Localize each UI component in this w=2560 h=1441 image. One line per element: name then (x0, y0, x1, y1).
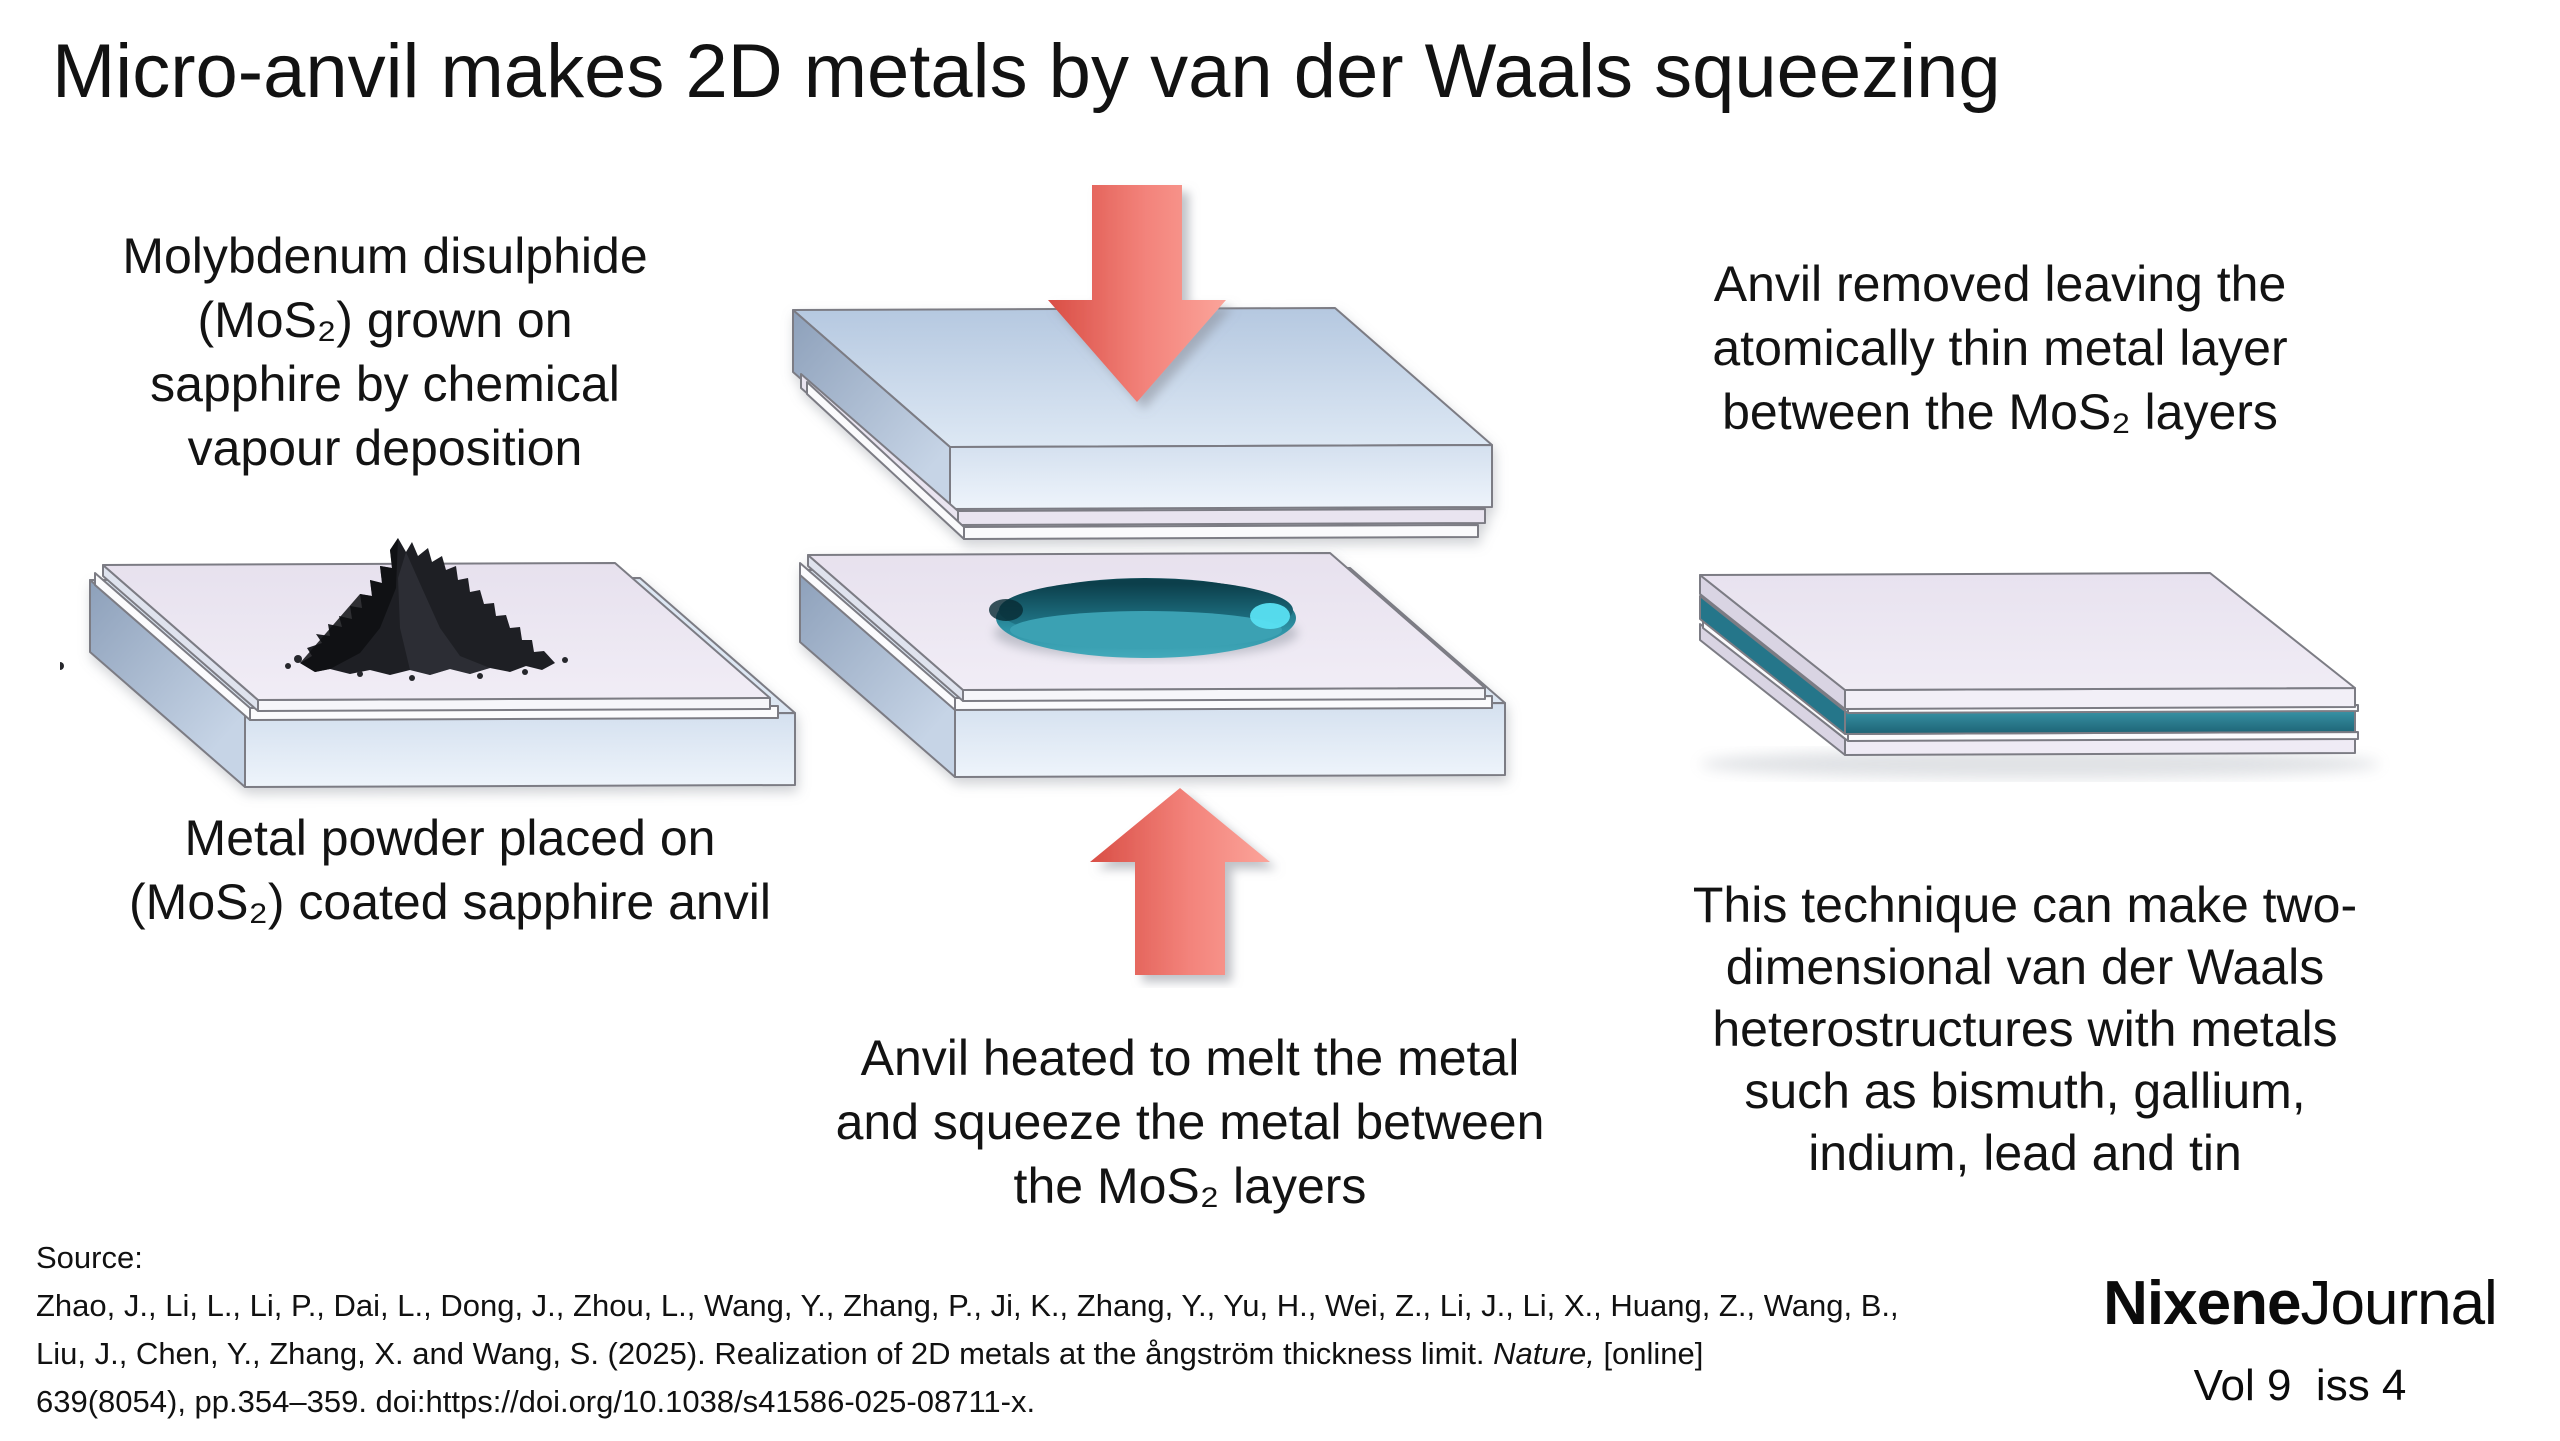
citation-line: Zhao, J., Li, L., Li, P., Dai, L., Dong,… (36, 1288, 1899, 1323)
journal-logo-regular: Journal (2300, 1269, 2497, 1338)
citation-line: Liu, J., Chen, Y., Zhang, X. and Wang, S… (36, 1330, 1936, 1378)
step2-caption: Anvil heated to melt the metal and squee… (780, 1026, 1600, 1218)
powder-on-anvil-illustration (60, 538, 796, 788)
metal-powder-pile (60, 538, 568, 681)
heterostructure-stack-illustration (1699, 572, 2380, 779)
summary-line: such as bismuth, gallium, (1744, 1063, 2306, 1119)
journal-logo-bold: Nixene (2103, 1269, 2301, 1338)
lower-anvil (799, 552, 1506, 778)
top-mos2-layer (1699, 572, 2356, 710)
technique-summary: This technique can make two- dimensional… (1620, 874, 2430, 1184)
step1-caption-line: Metal powder placed on (184, 810, 716, 866)
molten-metal-disc (989, 578, 1298, 659)
step1-caption-line: (MoS₂) coated sapphire anvil (129, 874, 771, 930)
journal-logo: NixeneJournal (2076, 1268, 2524, 1339)
summary-line: indium, lead and tin (1808, 1125, 2242, 1181)
step3-description: Anvil removed leaving the atomically thi… (1600, 252, 2400, 444)
step3-line: Anvil removed leaving the (1713, 256, 2287, 312)
step1-line: (MoS₂) grown on (197, 292, 573, 348)
stack-shadow (1700, 749, 2380, 779)
summary-line: heterostructures with metals (1712, 1001, 2338, 1057)
journal-branding: NixeneJournal Vol 9 iss 4 (2076, 1268, 2524, 1411)
citation-journal-name: Nature, (1493, 1336, 1595, 1371)
step1-line: sapphire by chemical (150, 356, 620, 412)
journal-volume: Vol 9 iss 4 (2193, 1361, 2407, 1410)
summary-line: This technique can make two- (1692, 877, 2358, 933)
source-citation: Source: Zhao, J., Li, L., Li, P., Dai, L… (36, 1234, 1936, 1426)
page-title: Micro-anvil makes 2D metals by van der W… (52, 29, 2001, 114)
step1-description: Molybdenum disulphide (MoS₂) grown on sa… (60, 224, 710, 480)
step3-line: between the MoS₂ layers (1722, 384, 2278, 440)
step1-caption: Metal powder placed on (MoS₂) coated sap… (70, 806, 830, 934)
step3-line: atomically thin metal layer (1712, 320, 2288, 376)
step1-line: vapour deposition (187, 420, 583, 476)
step2-caption-line: Anvil heated to melt the metal (860, 1030, 1520, 1086)
press-up-arrow-icon (1090, 788, 1270, 975)
summary-line: dimensional van der Waals (1725, 939, 2325, 995)
citation-line: 639(8054), pp.354–359. doi:https://doi.o… (36, 1384, 1036, 1419)
press-down-arrow-icon (1048, 185, 1226, 402)
citation-text: [online] (1594, 1336, 1704, 1371)
step2-caption-line: the MoS₂ layers (1013, 1158, 1367, 1214)
citation-text: Liu, J., Chen, Y., Zhang, X. and Wang, S… (36, 1336, 1494, 1371)
step1-line: Molybdenum disulphide (122, 228, 648, 284)
squeezing-anvils-illustration (792, 185, 1506, 975)
source-label: Source: (36, 1240, 143, 1275)
step2-caption-line: and squeeze the metal between (835, 1094, 1545, 1150)
